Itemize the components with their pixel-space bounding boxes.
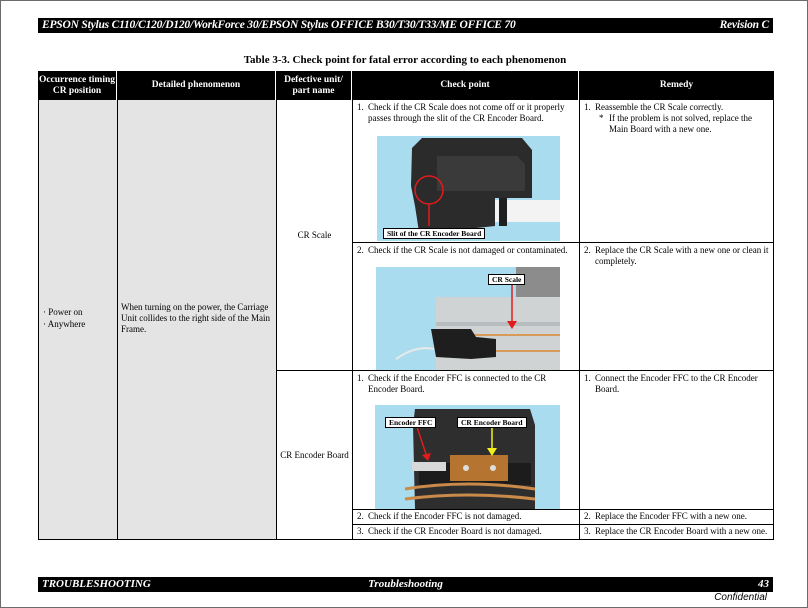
item-number: 3.	[357, 526, 364, 536]
check-text: Check if the Encoder FFC is connected to…	[368, 373, 547, 394]
item-number: 2.	[357, 245, 364, 255]
remedy-text: Replace the CR Encoder Board with a new …	[595, 526, 768, 536]
remedy-cell: 3. Replace the CR Encoder Board with a ne…	[579, 525, 774, 540]
col-header-occurrence: Occurrence timing CR position	[38, 71, 117, 100]
page-footer-bar: TROUBLESHOOTING Troubleshooting 43	[38, 577, 773, 592]
page-header-bar: EPSON Stylus C110/C120/D120/WorkForce 30…	[38, 18, 773, 33]
footer-section: TROUBLESHOOTING	[42, 578, 151, 590]
item-number: 2.	[584, 511, 591, 521]
table-caption: Table 3-3. Check point for fatal error a…	[243, 54, 567, 66]
unit-cell-cr-scale: CR Scale	[276, 100, 352, 371]
revision-label: Revision C	[719, 19, 770, 31]
page-number: 43	[758, 578, 769, 590]
check-cell: 1. Check if the CR Scale does not come of…	[352, 100, 579, 243]
remedy-text: Reassemble the CR Scale correctly.	[595, 102, 724, 112]
item-number: 3.	[584, 526, 591, 536]
check-cell: 2. Check if the CR Scale is not damaged o…	[352, 243, 579, 371]
photo-label: CR Encoder Board	[457, 417, 527, 428]
occurrence-cell: · Power on · Anywhere	[38, 100, 117, 540]
remedy-text: Connect the Encoder FFC to the CR Encode…	[595, 373, 758, 394]
col-header-check-point: Check point	[352, 71, 579, 100]
col-header-defective-unit: Defective unit/ part name	[276, 71, 352, 100]
col-header-remedy: Remedy	[579, 71, 774, 100]
remedy-cell: 1. Reassemble the CR Scale correctly. * If…	[579, 100, 774, 243]
remedy-text: Replace the CR Scale with a new one or c…	[595, 245, 769, 266]
item-number: 1.	[584, 373, 591, 383]
check-cell: 2. Check if the Encoder FFC is not damage…	[352, 510, 579, 525]
manual-title: EPSON Stylus C110/C120/D120/WorkForce 30…	[42, 19, 516, 31]
item-number: 2.	[357, 511, 364, 521]
photo-encoder-board: Encoder FFC CR Encoder Board	[375, 405, 560, 509]
item-number: 2.	[584, 245, 591, 255]
photo-cr-scale-slit: Slit of the CR Encoder Board	[377, 136, 560, 241]
occurrence-item: · Power on	[43, 307, 83, 317]
col-header-phenomenon: Detailed phenomenon	[117, 71, 276, 100]
photo-label: Slit of the CR Encoder Board	[383, 228, 486, 239]
unit-name: CR Encoder Board	[280, 449, 349, 460]
unit-cell-cr-encoder-board: CR Encoder Board	[276, 371, 352, 540]
check-text: Check if the CR Scale does not come off …	[368, 102, 565, 123]
footer-chapter: Troubleshooting	[368, 578, 443, 590]
check-text: Check if the CR Encoder Board is not dam…	[368, 526, 542, 536]
carriage-unit-image	[377, 136, 560, 241]
photo-cr-scale: CR Scale	[376, 267, 560, 370]
note-asterisk: *	[599, 113, 604, 123]
check-cell: 1. Check if the Encoder FFC is connected …	[352, 371, 579, 510]
phenomenon-cell: When turning on the power, the Carriage …	[117, 100, 276, 540]
unit-name: CR Scale	[297, 229, 332, 240]
photo-label: CR Scale	[488, 274, 526, 285]
occurrence-item: · Anywhere	[43, 319, 86, 329]
remedy-note: If the problem is not solved, replace th…	[609, 113, 752, 134]
remedy-cell: 1. Connect the Encoder FFC to the CR Enco…	[579, 371, 774, 510]
cr-scale-image	[376, 267, 560, 370]
remedy-text: Replace the Encoder FFC with a new one.	[595, 511, 747, 521]
remedy-cell: 2. Replace the CR Scale with a new one or…	[579, 243, 774, 371]
item-number: 1.	[357, 373, 364, 383]
confidential-label: Confidential	[714, 592, 767, 603]
check-text: Check if the Encoder FFC is not damaged.	[368, 511, 522, 521]
check-point-table: Occurrence timing CR position Detailed p…	[38, 71, 774, 540]
check-text: Check if the CR Scale is not damaged or …	[368, 245, 568, 255]
check-cell: 3. Check if the CR Encoder Board is not d…	[352, 525, 579, 540]
encoder-board-image	[375, 405, 560, 509]
phenomenon-text: When turning on the power, the Carriage …	[121, 302, 270, 334]
remedy-cell: 2. Replace the Encoder FFC with a new one…	[579, 510, 774, 525]
photo-label: Encoder FFC	[385, 417, 437, 428]
item-number: 1.	[357, 102, 364, 112]
item-number: 1.	[584, 102, 591, 112]
